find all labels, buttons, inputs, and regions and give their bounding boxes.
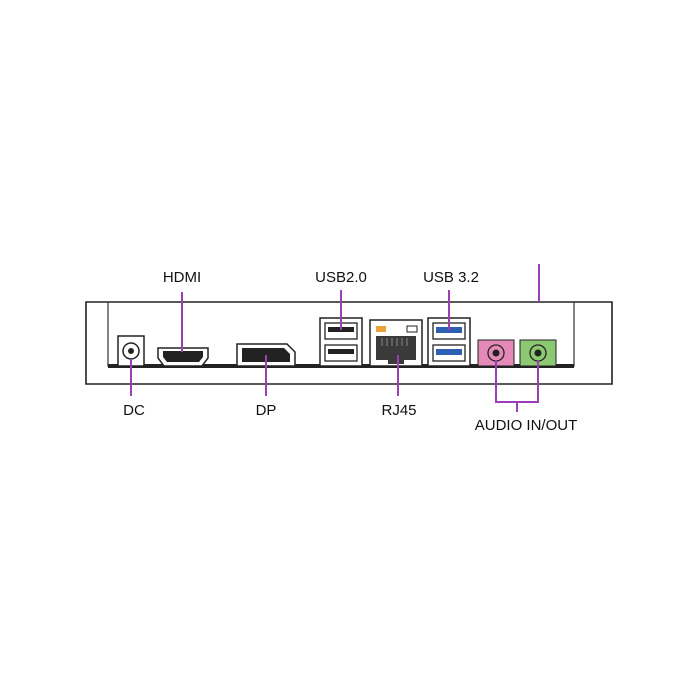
labels: HDMI USB2.0 USB 3.2 DC DP RJ45 AUDIO IN/… xyxy=(123,269,577,434)
label-usb3: USB 3.2 xyxy=(423,269,479,286)
label-dc: DC xyxy=(123,402,145,419)
callout-audio xyxy=(495,360,539,412)
label-hdmi: HDMI xyxy=(163,269,201,286)
rj45-port xyxy=(369,319,423,367)
hdmi-port xyxy=(157,347,209,367)
label-audio: AUDIO IN/OUT xyxy=(475,417,578,434)
callout-lines xyxy=(130,264,540,412)
label-usb2: USB2.0 xyxy=(315,269,367,286)
label-rj45: RJ45 xyxy=(381,402,416,419)
label-dp: DP xyxy=(256,402,277,419)
